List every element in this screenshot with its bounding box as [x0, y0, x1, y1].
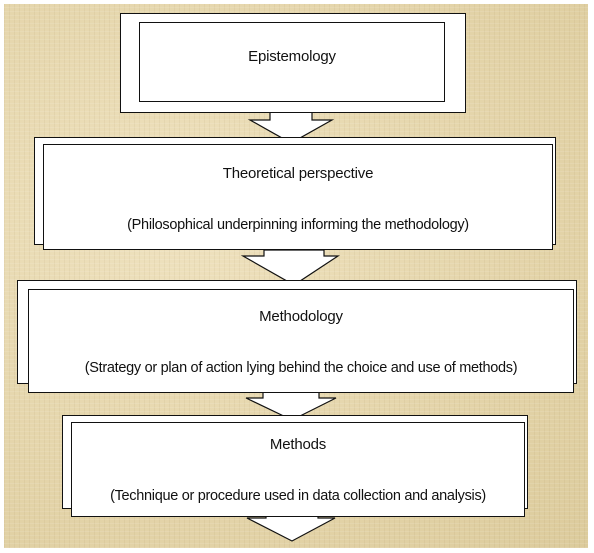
methodology-inner-box: Methodology (Strategy or plan of action …: [28, 289, 574, 393]
methods-node: Methods (Technique or procedure used in …: [62, 415, 528, 517]
methodology-node: Methodology (Strategy or plan of action …: [17, 280, 577, 393]
theoretical-perspective-inner-box: Theoretical perspective (Philosophical u…: [43, 144, 553, 250]
arrow-theoretical-to-methodology: [240, 249, 341, 286]
methodology-description: (Strategy or plan of action lying behind…: [84, 360, 518, 376]
methods-description: (Technique or procedure used in data col…: [110, 488, 486, 504]
epistemology-inner-box: Epistemology: [139, 22, 445, 102]
epistemology-title: Epistemology: [248, 48, 336, 65]
epistemology-node: Epistemology: [120, 13, 466, 113]
theoretical-perspective-title: Theoretical perspective: [222, 165, 374, 182]
methods-title: Methods: [269, 436, 327, 453]
methodology-title: Methodology: [259, 308, 343, 325]
theoretical-perspective-description: (Philosophical underpinning informing th…: [127, 217, 469, 233]
theoretical-perspective-node: Theoretical perspective (Philosophical u…: [34, 137, 556, 250]
methods-inner-box: Methods (Technique or procedure used in …: [71, 422, 525, 517]
